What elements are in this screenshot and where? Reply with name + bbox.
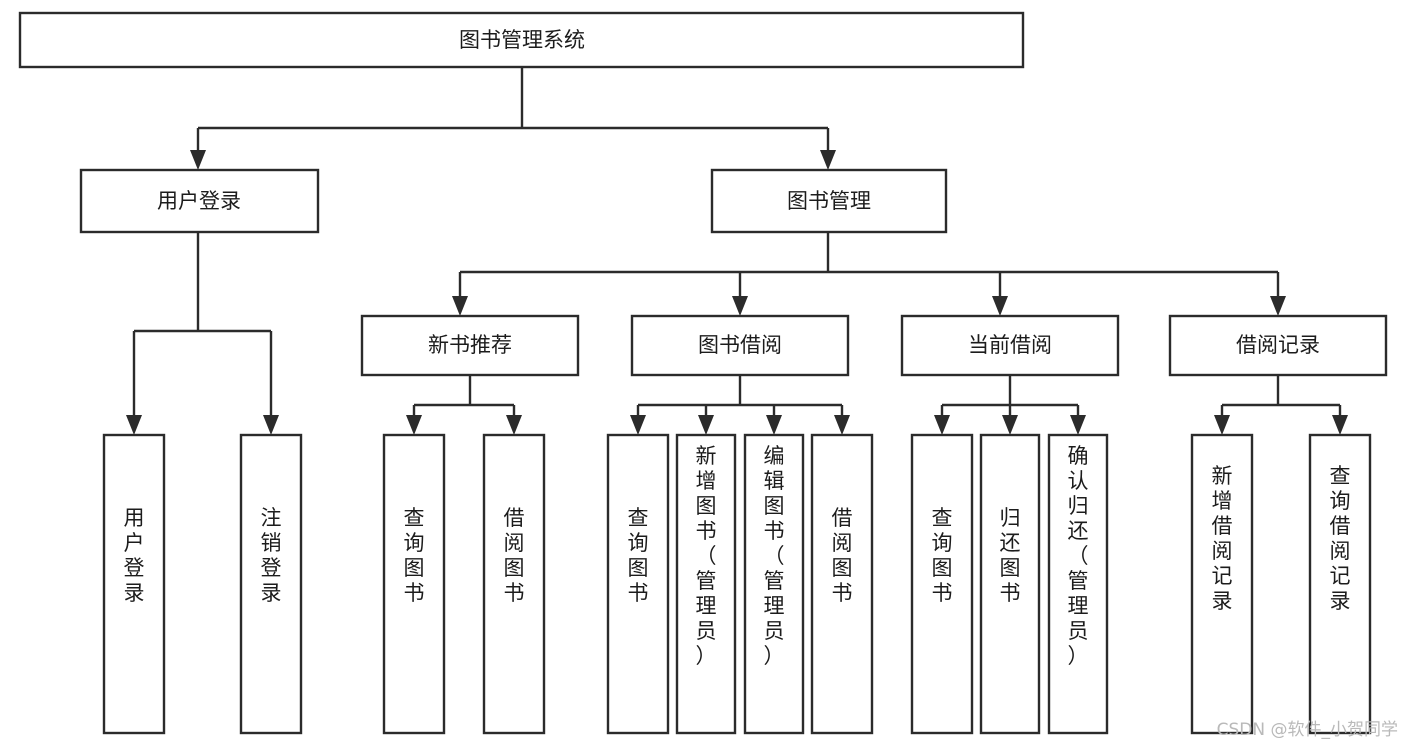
arrow-icon-leaf-edit-book	[766, 415, 782, 435]
leaf-node-borrow-book-1-label: 借阅图书	[504, 506, 525, 605]
arrow-icon-leaf-return-book	[1002, 415, 1018, 435]
node-new-book-rec[interactable]: 新书推荐	[360, 314, 580, 377]
arrow-icon-leaf-logout	[263, 415, 279, 435]
leaf-node-add-book-label: 新增图书（管理员）	[696, 444, 717, 668]
leaf-node-add-book[interactable]: 新增图书（管理员）	[675, 433, 737, 735]
leaf-node-add-record-label: 新增借阅记录	[1212, 464, 1233, 613]
leaf-node-query-book-2[interactable]: 查询图书	[606, 433, 670, 735]
arrow-icon-leaf-user-login	[126, 415, 142, 435]
node-borrow-record-label: 借阅记录	[1236, 333, 1320, 357]
leaf-node-add-record[interactable]: 新增借阅记录	[1190, 433, 1254, 735]
arrow-icon-leaf-query-book-2	[630, 415, 646, 435]
leaf-node-return-book-box[interactable]	[979, 433, 1041, 735]
leaf-node-return-book[interactable]: 归还图书	[979, 433, 1041, 735]
leaf-node-edit-book-box[interactable]	[743, 433, 805, 735]
node-user-login-box[interactable]	[79, 168, 320, 234]
leaf-node-edit-book-label: 编辑图书（管理员）	[764, 444, 785, 668]
node-current-borrow-label: 当前借阅	[968, 333, 1052, 357]
connector-group-bookmanage-to-level3	[452, 232, 1286, 316]
leaf-node-confirm-return-label: 确认归还（管理员）	[1068, 444, 1089, 668]
leaf-node-edit-book[interactable]: 编辑图书（管理员）	[743, 433, 805, 735]
node-root-label: 图书管理系统	[459, 28, 585, 52]
leaf-node-query-record-label: 查询借阅记录	[1330, 464, 1351, 613]
connector-group-currentborrow-to-leaves	[934, 375, 1086, 435]
arrow-icon-user-login	[190, 150, 206, 170]
leaf-node-query-book-2-box[interactable]	[606, 433, 670, 735]
node-root[interactable]: 图书管理系统	[18, 11, 1025, 69]
leaf-node-borrow-book-2-label: 借阅图书	[832, 506, 853, 605]
leaf-node-logout-box[interactable]	[239, 433, 303, 735]
connector-group-root-to-level2	[190, 67, 836, 170]
leaf-node-user-login-box[interactable]	[102, 433, 166, 735]
node-book-manage-box[interactable]	[710, 168, 948, 234]
node-current-borrow[interactable]: 当前借阅	[900, 314, 1120, 377]
arrow-icon-borrow-record	[1270, 296, 1286, 316]
leaf-node-user-login-label: 用户登录	[124, 506, 145, 605]
connector-group-userlogin-to-leaves	[126, 232, 279, 435]
connector-group-newbookrec-to-leaves	[406, 375, 522, 435]
leaf-node-add-record-box[interactable]	[1190, 433, 1254, 735]
leaf-node-query-book-2-label: 查询图书	[628, 506, 649, 605]
node-new-book-rec-label: 新书推荐	[428, 333, 512, 357]
node-user-login[interactable]: 用户登录	[79, 168, 320, 234]
leaf-node-logout[interactable]: 注销登录	[239, 433, 303, 735]
arrow-icon-leaf-borrow-book-2	[834, 415, 850, 435]
leaf-node-user-login[interactable]: 用户登录	[102, 433, 166, 735]
arrow-icon-leaf-confirm-return	[1070, 415, 1086, 435]
node-user-login-label: 用户登录	[157, 189, 241, 213]
leaf-node-borrow-book-2-box[interactable]	[810, 433, 874, 735]
csdn-watermark: CSDN @软件_小贺同学	[1217, 720, 1398, 740]
node-root-box[interactable]	[18, 11, 1025, 69]
arrow-icon-current-borrow	[992, 296, 1008, 316]
leaf-node-return-book-label: 归还图书	[1000, 506, 1021, 605]
node-new-book-rec-box[interactable]	[360, 314, 580, 377]
node-book-manage-label: 图书管理	[787, 189, 871, 213]
node-book-borrow[interactable]: 图书借阅	[630, 314, 850, 377]
leaf-node-query-record-box[interactable]	[1308, 433, 1372, 735]
leaf-node-add-book-box[interactable]	[675, 433, 737, 735]
leaf-node-query-book-1[interactable]: 查询图书	[382, 433, 446, 735]
node-book-manage[interactable]: 图书管理	[710, 168, 948, 234]
node-borrow-record[interactable]: 借阅记录	[1168, 314, 1388, 377]
node-borrow-record-box[interactable]	[1168, 314, 1388, 377]
leaf-node-query-book-3-box[interactable]	[910, 433, 974, 735]
node-book-borrow-box[interactable]	[630, 314, 850, 377]
leaf-node-query-book-1-label: 查询图书	[404, 506, 425, 605]
arrow-icon-leaf-query-book-1	[406, 415, 422, 435]
arrow-icon-leaf-borrow-book-1	[506, 415, 522, 435]
node-book-borrow-label: 图书借阅	[698, 333, 782, 357]
arrow-icon-new-book-rec	[452, 296, 468, 316]
arrow-icon-leaf-query-book-3	[934, 415, 950, 435]
node-current-borrow-box[interactable]	[900, 314, 1120, 377]
leaf-node-borrow-book-1-box[interactable]	[482, 433, 546, 735]
connector-group-bookborrow-to-leaves	[630, 375, 850, 435]
arrow-icon-leaf-add-record	[1214, 415, 1230, 435]
leaf-node-query-book-3-label: 查询图书	[932, 506, 953, 605]
connector-group-borrowrecord-to-leaves	[1214, 375, 1348, 435]
leaf-node-confirm-return[interactable]: 确认归还（管理员）	[1047, 433, 1109, 735]
arrow-icon-book-manage	[820, 150, 836, 170]
leaf-node-query-book-3[interactable]: 查询图书	[910, 433, 974, 735]
leaf-node-confirm-return-box[interactable]	[1047, 433, 1109, 735]
leaf-node-borrow-book-2[interactable]: 借阅图书	[810, 433, 874, 735]
leaf-node-query-book-1-box[interactable]	[382, 433, 446, 735]
arrow-icon-leaf-query-record	[1332, 415, 1348, 435]
leaf-node-logout-label: 注销登录	[261, 506, 282, 605]
leaf-node-query-record[interactable]: 查询借阅记录	[1308, 433, 1372, 735]
leaf-node-borrow-book-1[interactable]: 借阅图书	[482, 433, 546, 735]
arrow-icon-book-borrow	[732, 296, 748, 316]
arrow-icon-leaf-add-book	[698, 415, 714, 435]
